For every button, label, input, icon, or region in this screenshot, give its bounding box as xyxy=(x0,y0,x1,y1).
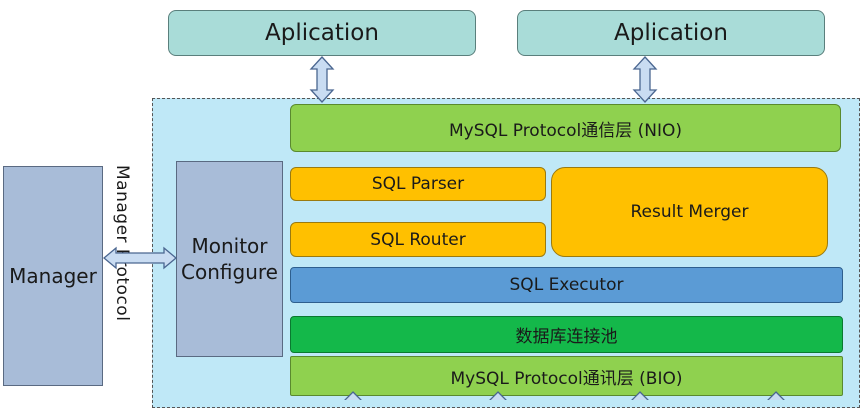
sql-parser-box: SQL Parser xyxy=(290,167,546,201)
application-box-left: Aplication xyxy=(168,10,476,56)
bottom-arrow-3 xyxy=(631,391,649,400)
manager-protocol-label: Manager Protocol xyxy=(112,165,132,322)
protocol-nio-layer: MySQL Protocol通信层 (NIO) xyxy=(290,104,841,152)
app-right-double-arrow xyxy=(632,56,658,103)
connection-pool-layer: 数据库连接池 xyxy=(290,316,843,353)
sql-router-box: SQL Router xyxy=(290,222,546,257)
bottom-arrow-2 xyxy=(489,391,507,400)
application-box-right: Aplication xyxy=(517,10,825,56)
bottom-arrow-1 xyxy=(344,391,362,400)
result-merger-box: Result Merger xyxy=(551,167,828,257)
bottom-arrow-4 xyxy=(767,391,785,400)
monitor-label: Monitor xyxy=(191,234,268,258)
protocol-bio-layer: MySQL Protocol通讯层 (BIO) xyxy=(290,356,843,396)
configure-label: Configure xyxy=(181,260,278,284)
monitor-configure-box: Monitor Configure xyxy=(176,161,283,357)
app-left-double-arrow xyxy=(309,56,335,103)
manager-box: Manager xyxy=(3,166,103,386)
sql-executor-layer: SQL Executor xyxy=(290,267,843,303)
manager-monitor-double-arrow xyxy=(102,246,178,270)
